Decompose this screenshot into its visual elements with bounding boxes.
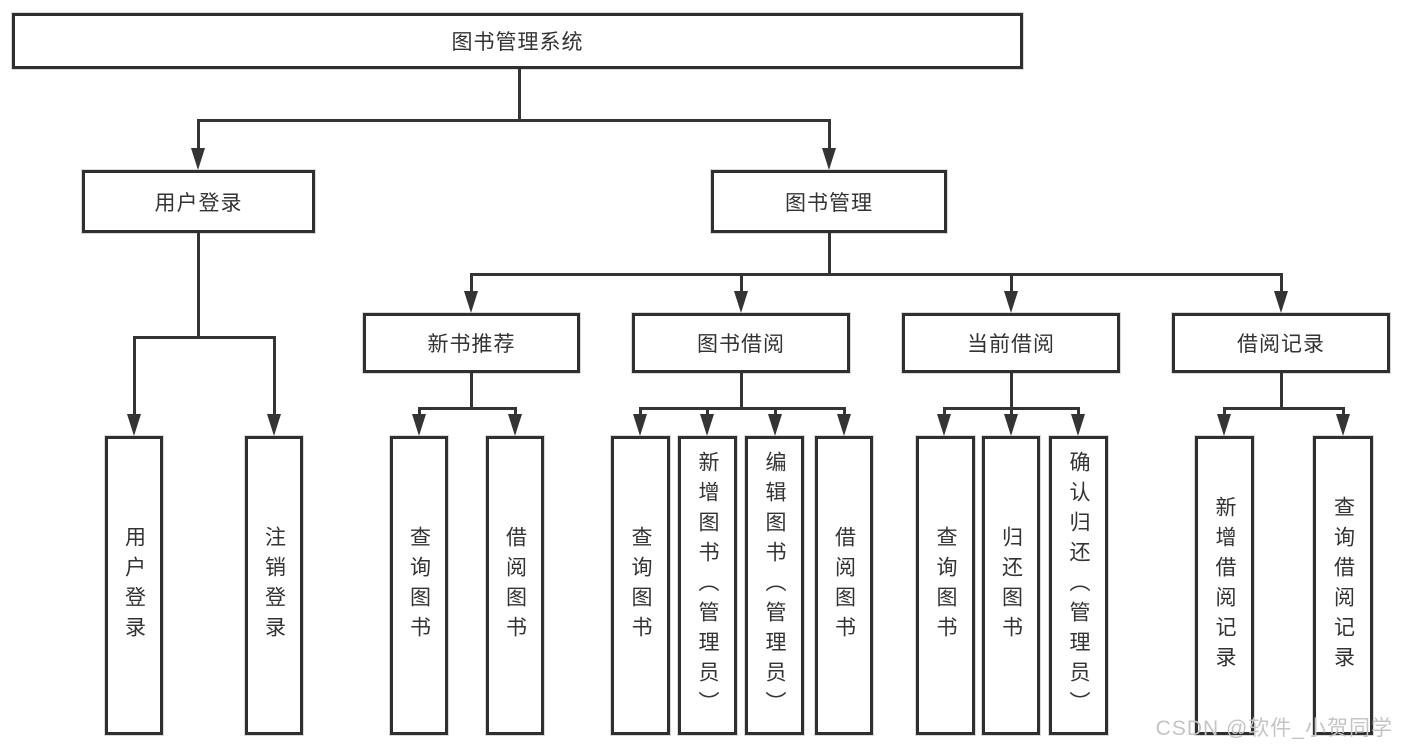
arrow-down-icon (822, 148, 836, 170)
leaf-borrow-edit-books-admin: 编辑图书（管理员） (745, 436, 804, 735)
node-label: 图书管理 (785, 191, 873, 215)
node-current-borrow: 当前借阅 (902, 313, 1120, 373)
connector (706, 407, 709, 419)
leaf-newbook-borrow-books: 借阅图书 (486, 436, 544, 735)
leaf-borrow-query-books: 查询图书 (611, 436, 670, 735)
node-label: 编辑图书（管理员） (763, 450, 786, 721)
connector (197, 119, 831, 122)
arrow-down-icon (127, 414, 141, 436)
arrow-down-icon (508, 414, 522, 436)
connector (1223, 407, 1345, 410)
connector (518, 69, 521, 121)
node-book-management: 图书管理 (711, 170, 947, 233)
node-root: 图书管理系统 (12, 13, 1023, 69)
node-book-borrow: 图书借阅 (632, 313, 850, 373)
node-label: 确认归还（管理员） (1067, 450, 1090, 721)
arrow-down-icon (700, 414, 714, 436)
node-label: 新增图书（管理员） (696, 450, 719, 721)
leaf-current-query-books: 查询图书 (916, 436, 975, 735)
arrow-down-icon (937, 414, 951, 436)
node-label: 用户登录 (154, 191, 243, 215)
connector (1010, 273, 1013, 295)
connector (197, 119, 200, 151)
connector (273, 336, 276, 418)
arrow-down-icon (1004, 414, 1018, 436)
node-label: 图书借阅 (697, 333, 785, 356)
node-borrow-records: 借阅记录 (1172, 313, 1390, 373)
connector (943, 407, 946, 419)
connector (828, 119, 831, 151)
arrow-down-icon (837, 414, 851, 436)
node-label: 图书管理系统 (451, 31, 584, 54)
connector (740, 273, 743, 295)
connector (843, 407, 846, 419)
connector (774, 407, 777, 419)
connector (133, 336, 276, 339)
leaf-records-query-record: 查询借阅记录 (1313, 436, 1373, 735)
connector (639, 407, 642, 419)
arrow-down-icon (412, 414, 426, 436)
leaf-current-confirm-return-admin: 确认归还（管理员） (1049, 436, 1108, 735)
arrow-down-icon (1004, 291, 1018, 313)
arrow-down-icon (464, 291, 478, 313)
connector (828, 233, 831, 273)
node-label: 查询图书 (934, 525, 957, 646)
connector (1280, 373, 1283, 410)
connector (133, 336, 136, 418)
arrow-down-icon (1071, 414, 1085, 436)
node-label: 借阅记录 (1237, 333, 1325, 356)
arrow-down-icon (267, 414, 281, 436)
node-label: 查询借阅记录 (1331, 495, 1355, 676)
node-new-book-recommend: 新书推荐 (363, 313, 580, 373)
node-label: 当前借阅 (967, 333, 1055, 356)
arrow-down-icon (1217, 414, 1231, 436)
connector (470, 373, 473, 410)
node-label: 查询图书 (407, 525, 431, 646)
connector (1077, 407, 1080, 419)
connector (740, 373, 743, 410)
connector (514, 407, 517, 419)
leaf-borrow-add-books-admin: 新增图书（管理员） (678, 436, 737, 735)
leaf-logout: 注销登录 (245, 436, 303, 735)
node-label: 查询图书 (629, 525, 652, 646)
node-label: 新书推荐 (427, 333, 516, 356)
leaf-current-return-books: 归还图书 (982, 436, 1040, 735)
connector (1010, 407, 1013, 419)
connector (639, 407, 846, 410)
csdn-watermark: CSDN @软件_小贺同学 (1155, 717, 1393, 740)
connector (1010, 373, 1013, 410)
leaf-newbook-query-books: 查询图书 (390, 436, 448, 735)
arrow-down-icon (734, 291, 748, 313)
node-label: 用户登录 (122, 525, 146, 646)
arrow-down-icon (1274, 291, 1288, 313)
connector (418, 407, 421, 419)
node-label: 借阅图书 (832, 525, 856, 646)
connector (1223, 407, 1226, 419)
arrow-down-icon (633, 414, 647, 436)
leaf-records-add-record: 新增借阅记录 (1195, 436, 1254, 735)
arrow-down-icon (768, 414, 782, 436)
node-label: 新增借阅记录 (1213, 495, 1236, 676)
arrow-down-icon (191, 148, 205, 170)
leaf-borrow-borrow-books: 借阅图书 (815, 436, 873, 735)
node-user-login: 用户登录 (82, 170, 315, 233)
connector (1342, 407, 1345, 419)
connector (418, 407, 517, 410)
connector (197, 233, 200, 336)
node-label: 借阅图书 (503, 525, 527, 646)
leaf-user-login: 用户登录 (105, 436, 163, 735)
node-label: 归还图书 (999, 525, 1023, 646)
connector (470, 273, 473, 295)
connector (470, 273, 1283, 276)
arrow-down-icon (1336, 414, 1350, 436)
connector (1280, 273, 1283, 295)
node-label: 注销登录 (262, 525, 286, 646)
